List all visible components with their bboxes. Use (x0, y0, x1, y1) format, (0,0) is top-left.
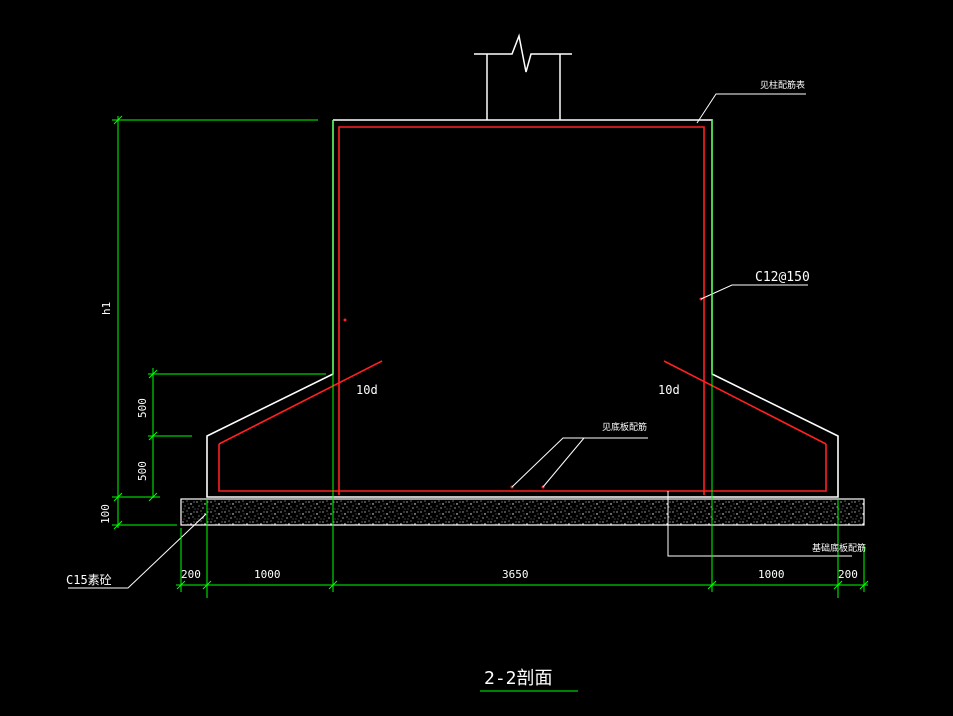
bottom-left-slope-dimension: 1000 (254, 568, 281, 581)
top-note: 见柱配筋表 (760, 79, 805, 91)
anchor-right-label: 10d (658, 383, 680, 397)
bottom-middle-dimension: 3650 (502, 568, 529, 581)
bottom-note: 见底板配筋 (602, 421, 647, 433)
blinding-thickness-dimension: 100 (99, 504, 112, 524)
blinding-layer (180, 498, 865, 526)
concrete-outline (206, 119, 839, 498)
rebar-spec-label: C12@150 (755, 270, 810, 285)
slope-lower-dimension: 500 (136, 461, 149, 481)
height-dimension-label: h1 (100, 302, 113, 315)
slope-upper-dimension: 500 (136, 398, 149, 418)
leader-lines (68, 93, 852, 589)
bottom-right-slope-dimension: 1000 (758, 568, 785, 581)
dimension-lines (112, 115, 869, 692)
blinding-label: C15素砼 (66, 573, 112, 587)
anchor-left-label: 10d (356, 383, 378, 397)
section-title: 2-2剖面 (484, 668, 553, 689)
rebar-cage (218, 126, 827, 495)
bottom-left-pad-dimension: 200 (181, 568, 201, 581)
rebar-dot (343, 318, 347, 322)
column-stub (474, 33, 572, 120)
right-bottom-note: 基础底板配筋 (812, 542, 866, 554)
bottom-right-pad-dimension: 200 (838, 568, 858, 581)
